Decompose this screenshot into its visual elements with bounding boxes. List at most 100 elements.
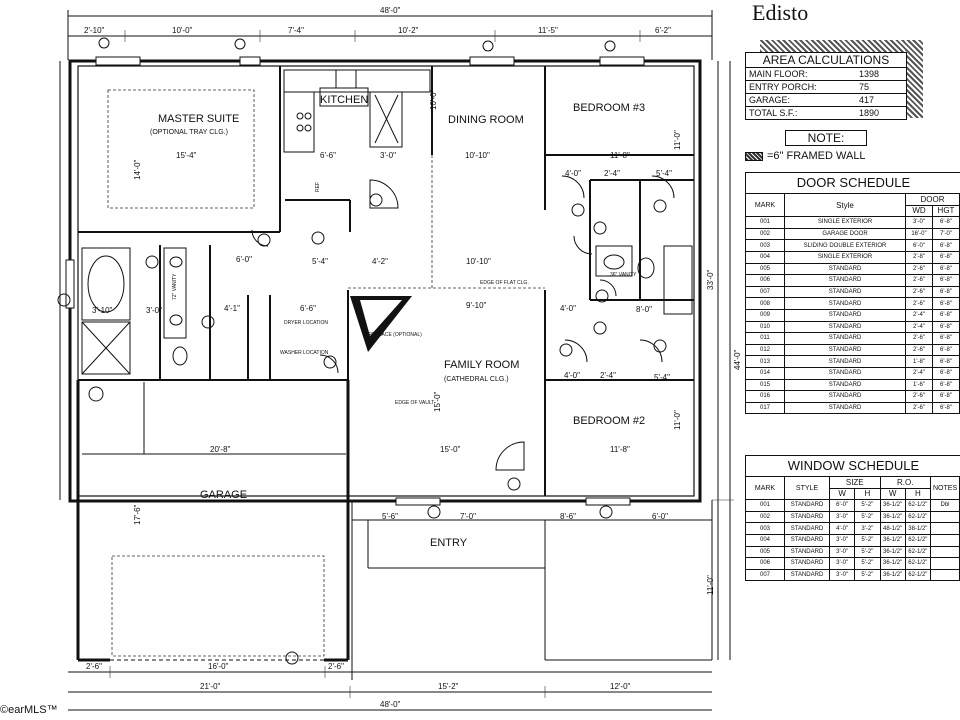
door-cell: 003: [745, 239, 785, 252]
area-shadow: [905, 40, 923, 118]
framed-wall-swatch: [745, 151, 763, 161]
family-height: 15'-0": [433, 391, 442, 412]
door-cell: STANDARD: [784, 285, 906, 299]
area-value: 417: [859, 95, 875, 105]
window-cell: 002: [745, 510, 785, 524]
window-col-size-w: W: [828, 487, 856, 501]
door-cell: STANDARD: [784, 401, 906, 415]
ceiling-edges: [107, 89, 545, 290]
window-cell: 003: [745, 522, 785, 535]
window-cell: 3'-0": [828, 568, 856, 582]
window-col-ro-h: H: [904, 487, 932, 501]
note-panel: NOTE: =6" FRAMED WALL: [745, 130, 903, 162]
window-cell: 5'-2": [854, 568, 881, 582]
door-cell: 16'-0": [905, 227, 933, 241]
door-cell: 2'-6": [905, 343, 933, 357]
door-cell: GARAGE DOOR: [784, 227, 906, 241]
door-cell: STANDARD: [784, 366, 906, 380]
note-title: NOTE:: [785, 130, 867, 146]
top-seg-6: 6'-2": [655, 26, 671, 35]
window-cell: 62-1/2": [904, 545, 932, 559]
closet-dim-3: 5'-4": [656, 169, 672, 178]
door-cell: 2'-8": [905, 250, 933, 264]
label-entry: ENTRY: [430, 537, 468, 549]
window-cell: 007: [745, 568, 785, 582]
bottom-seg-2: 15'-2": [438, 682, 459, 691]
room-labels: MASTER SUITE (OPTIONAL TRAY CLG.) 15'-4"…: [92, 89, 682, 549]
area-label: TOTAL S.F.:: [749, 108, 798, 118]
bottom-total-dim: 48'-0": [380, 700, 401, 709]
door-col-mark: MARK: [745, 192, 785, 218]
door-cell: 6'-8": [932, 297, 960, 310]
window-col-size-h: H: [854, 487, 881, 501]
door-cell: STANDARD: [784, 355, 906, 368]
exterior-walls: [65, 56, 702, 506]
window-cell: [930, 545, 960, 559]
area-label: ENTRY PORCH:: [749, 82, 817, 92]
door-cell: 001: [745, 216, 785, 229]
door-cell: 014: [745, 366, 785, 380]
closet-dim-2: 2'-4": [604, 169, 620, 178]
door-cell: 7'-0": [932, 227, 960, 241]
door-cell: 6'-8": [932, 320, 960, 334]
door-cell: 2'-6": [905, 274, 933, 287]
door-cell: STANDARD: [784, 390, 906, 403]
door-cell: 2'-4": [905, 320, 933, 334]
window-cell: 48-1/2": [879, 522, 906, 535]
window-cell: 62-1/2": [904, 568, 932, 582]
brand-watermark: ©earMLS™: [0, 704, 58, 716]
window-cell: 3'-0": [828, 510, 856, 524]
window-cell: 3'-0": [828, 545, 856, 559]
door-cell: 010: [745, 320, 785, 334]
door-cell: STANDARD: [784, 274, 906, 287]
closet-dim-7: 2'-4": [600, 371, 616, 380]
window-cell: 5'-2": [854, 510, 881, 524]
dining-height: 10'-0": [429, 89, 438, 110]
window-cell: STANDARD: [784, 533, 830, 547]
bath-dim-4: 6'-6": [300, 304, 316, 313]
entry-seg-2: 7'-0": [460, 512, 476, 521]
window-cell: STANDARD: [784, 510, 830, 524]
right-entry-dim: 11'-0": [706, 575, 715, 595]
door-schedule: DOOR SCHEDULE MARK Style DOOR WD HGT 001…: [745, 172, 960, 415]
door-cell: STANDARD: [784, 343, 906, 357]
closet-dim-8: 5'-4": [654, 373, 670, 382]
master-width: 15'-4": [176, 151, 197, 160]
door-cell: 6'-8": [932, 390, 960, 403]
window-cell: [930, 533, 960, 547]
door-cell: 6'-0": [905, 239, 933, 252]
window-cell: 62-1/2": [904, 499, 932, 512]
garage-bottom-1: 2'-6": [86, 662, 102, 671]
window-col-mark: MARK: [745, 475, 785, 501]
window-cell: 36-1/2": [879, 545, 906, 559]
area-label: GARAGE:: [749, 95, 791, 105]
door-cell: 6'-8": [932, 262, 960, 276]
door-cell: STANDARD: [784, 297, 906, 310]
door-cell: 011: [745, 332, 785, 345]
window-cell: STANDARD: [784, 568, 830, 582]
window-col-ro-w: W: [879, 487, 906, 501]
window-cell: 3'-0": [828, 533, 856, 547]
door-cell: 6'-8": [932, 378, 960, 392]
door-cell: 007: [745, 285, 785, 299]
bottom-seg-3: 12'-0": [610, 682, 631, 691]
kitchen-counters: [283, 69, 431, 153]
window-col-notes: NOTES: [930, 475, 960, 501]
window-cell: 4'-0": [828, 522, 856, 535]
door-cell: SINGLE EXTERIOR: [784, 216, 906, 229]
door-cell: 2'-6": [905, 390, 933, 403]
